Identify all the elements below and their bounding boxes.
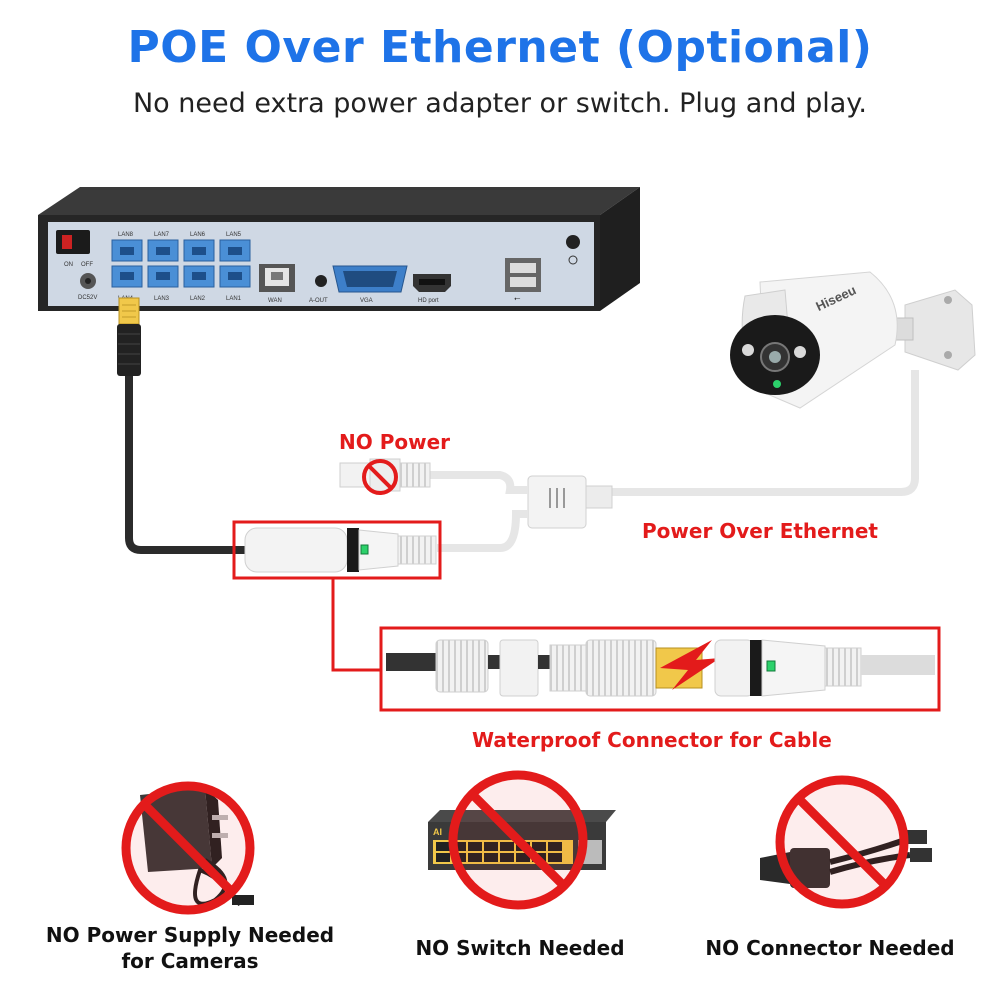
page-title: POE Over Ethernet (Optional) — [127, 22, 873, 73]
port-label-lan3: LAN3 — [154, 296, 170, 302]
dc-label: DC52V — [78, 295, 97, 301]
camera-cable-white — [612, 370, 919, 496]
usb-label: ⭠ — [514, 294, 521, 303]
hdmi-label: HD port — [418, 298, 439, 304]
power-switch — [56, 230, 90, 254]
nvr-back-panel — [48, 222, 594, 306]
connect-lightning-icon — [660, 640, 720, 690]
port-label-lan7: LAN7 — [154, 232, 170, 238]
link-led — [360, 544, 369, 555]
caption-line: NO Power Supply Needed — [45, 923, 335, 947]
no-power-label: NO Power — [339, 430, 451, 454]
waterproof-label: Waterproof Connector for Cable — [472, 728, 832, 752]
cable-splitter — [527, 475, 613, 529]
poe-label: Power Over Ethernet — [642, 519, 878, 543]
port-label-lan8: LAN8 — [118, 232, 134, 238]
nvr-side-face — [600, 187, 640, 311]
nvr-top-face — [38, 187, 640, 215]
caption-line: for Cameras — [121, 949, 259, 973]
off-label: OFF — [81, 262, 93, 268]
caption-no-power-supply: NO Power Supply Needed for Cameras — [30, 922, 350, 974]
poe-splitter-icon — [760, 775, 932, 909]
lan-ports: LAN8 LAN7 LAN6 LAN5 LAN4 LAN3 LAN2 LAN1 — [111, 232, 251, 302]
callout-line — [331, 578, 381, 672]
ethernet-cable-black — [125, 376, 245, 554]
nvr-recorder: ON OFF DC52V LAN8 LAN7 LAN6 LAN5 — [38, 187, 640, 311]
audio-label: A-OUT — [309, 298, 328, 304]
rj45-boot — [117, 324, 141, 376]
port-label-lan1: LAN1 — [226, 296, 242, 302]
status-led — [773, 380, 781, 388]
page-subtitle: No need extra power adapter or switch. P… — [132, 88, 868, 119]
camera-mount — [904, 289, 976, 371]
no-power-prohibit-icon — [362, 459, 398, 495]
power-branch-cable — [430, 471, 528, 494]
bullet-camera: Hiseeu — [730, 271, 976, 409]
caption-line: NO Connector Needed — [705, 936, 955, 960]
wan-label: WAN — [268, 298, 282, 304]
caption-no-switch: NO Switch Needed — [380, 935, 660, 961]
vga-label: VGA — [360, 298, 373, 304]
caption-line: NO Switch Needed — [415, 936, 625, 960]
rj45-plug — [117, 297, 141, 376]
lan-branch-cable — [437, 510, 528, 552]
ir-led — [742, 344, 754, 356]
audio-out-jack[interactable] — [315, 275, 327, 287]
highlight-box-small — [232, 520, 442, 580]
on-label: ON — [64, 262, 73, 268]
ground-terminal — [566, 235, 580, 249]
waterproof-connector-detail — [379, 626, 941, 712]
ir-led — [794, 346, 806, 358]
port-label-lan6: LAN6 — [190, 232, 206, 238]
power-adapter-icon — [121, 781, 255, 915]
port-label-lan2: LAN2 — [190, 296, 206, 302]
network-switch-icon: AI — [428, 770, 616, 910]
power-switch-rocker — [62, 235, 72, 249]
caption-no-connector: NO Connector Needed — [690, 935, 970, 961]
switch-badge: AI — [433, 827, 442, 837]
rj45-coupler — [244, 527, 437, 573]
port-label-lan5: LAN5 — [226, 232, 242, 238]
